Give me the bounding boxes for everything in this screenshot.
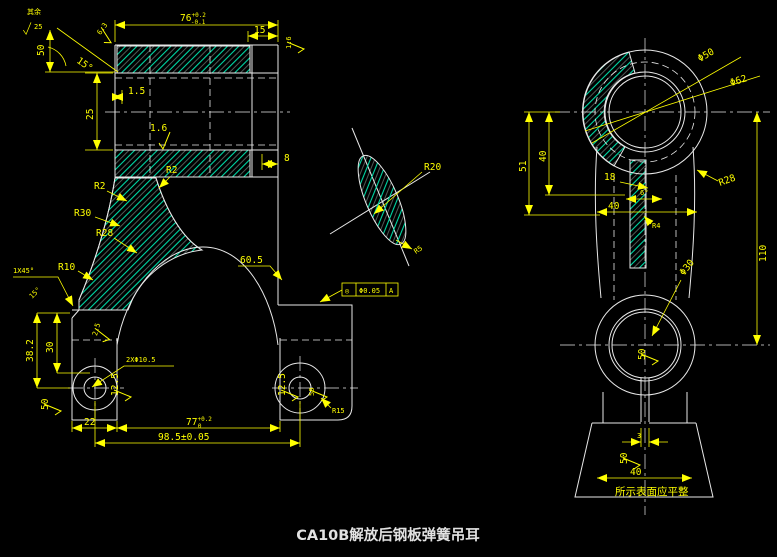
dim-ring-bore: Φ50 xyxy=(696,46,717,64)
gdt-symbol: ◎ xyxy=(345,287,350,295)
dim-110: 110 xyxy=(758,245,769,262)
svg-text:2.5: 2.5 xyxy=(91,322,102,336)
dim-40-mid: 40 xyxy=(608,201,620,212)
dim-pin-hole: Φ30 xyxy=(678,257,697,278)
roughness-icon xyxy=(158,131,171,150)
side-dimensions: Φ50 Φ62 R28 40 51 18 6° 40 R4 xyxy=(518,46,769,498)
roughness-icon: 50 xyxy=(308,388,328,402)
dim-height-left: 38.2 xyxy=(25,339,36,362)
radius-label: R5 xyxy=(413,244,425,255)
gdt-datum: A xyxy=(389,287,394,295)
dim-51-left: 51 xyxy=(518,160,529,172)
side-center-lines xyxy=(555,38,770,515)
dim-arch: 60.5 xyxy=(240,255,263,266)
roughness-icon: 50 xyxy=(637,348,659,366)
dim-wall: 1.5 xyxy=(128,86,145,97)
dim-bore-roughness: 1.6 xyxy=(150,123,167,134)
svg-text:50: 50 xyxy=(308,388,316,396)
dim-overall: 98.5±0.05 xyxy=(158,432,209,443)
svg-text:6.3: 6.3 xyxy=(96,21,110,36)
radius-label: R4 xyxy=(652,222,660,230)
gdt-tolerance: Φ0.05 xyxy=(359,287,380,295)
side-view: Φ50 Φ62 R28 40 51 18 6° 40 R4 xyxy=(518,38,770,515)
roughness-icon: 1.6 xyxy=(285,36,305,54)
front-center-lines xyxy=(68,111,358,420)
dim-40-bottom: 40 xyxy=(630,467,642,478)
radius-label: R28 xyxy=(717,173,737,189)
radius-label: R30 xyxy=(74,208,91,219)
roughness-icon: 50 xyxy=(40,398,62,416)
front-hidden-lines xyxy=(72,45,352,341)
svg-text:50: 50 xyxy=(40,398,51,410)
svg-text:12.5: 12.5 xyxy=(110,373,121,396)
svg-text:1.6: 1.6 xyxy=(285,36,293,49)
chamfer-callout: 1X45° xyxy=(13,267,34,275)
dim-ring-od: Φ62 xyxy=(729,73,749,89)
roughness-icon: 12.5 xyxy=(110,373,132,402)
angle-bottom-left: 15° xyxy=(28,286,43,301)
radius-label: R15 xyxy=(332,407,345,415)
dim-bore-height: 25 xyxy=(85,109,96,120)
dim-tab: 8 xyxy=(284,153,290,164)
radius-label: R2 xyxy=(166,165,177,176)
dim-top-width: 76+0.2-0.1 xyxy=(180,12,206,26)
roughness-icon: 2.5 xyxy=(91,322,112,344)
svg-text:50: 50 xyxy=(619,452,630,464)
roughness-icon: 50 xyxy=(619,452,641,470)
hole-callout: 2XΦ10.5 xyxy=(126,356,156,364)
roughness-icon xyxy=(22,22,32,35)
corner-note: 其余 xyxy=(27,7,41,16)
gdt-frame: ◎ Φ0.05 A xyxy=(319,282,399,303)
dim-bevel-height: 50 xyxy=(36,44,47,56)
radius-label: R2 xyxy=(94,181,105,192)
radius-label: R28 xyxy=(96,228,113,239)
radius-label: R10 xyxy=(58,262,75,273)
dim-22: 22 xyxy=(84,417,95,428)
dim-bevel-angle: 15° xyxy=(74,55,94,74)
removed-section-view: R20 R5 xyxy=(329,127,441,267)
dim-30: 30 xyxy=(45,341,56,353)
dim-40-left: 40 xyxy=(538,150,549,162)
svg-text:50: 50 xyxy=(637,348,648,360)
radius-label: R20 xyxy=(424,162,441,173)
front-view: 76+0.2-0.1 15 1.6 50 15° 6.3 其余 25 xyxy=(13,7,399,447)
surface-note: 所示表面应平整 xyxy=(615,485,689,498)
dim-slot: 3 xyxy=(637,432,641,440)
front-hatch xyxy=(78,45,251,311)
roughness-icon: 12.5 xyxy=(277,373,299,402)
dim-step: 15 xyxy=(254,25,265,36)
corner-note-value: 25 xyxy=(34,23,42,31)
angle-6: 6° xyxy=(640,189,648,197)
svg-text:12.5: 12.5 xyxy=(277,373,288,396)
dim-18: 18 xyxy=(604,172,616,183)
drawing-title: CA10B解放后钢板弹簧吊耳 xyxy=(296,526,480,544)
roughness-icon: 6.3 xyxy=(94,21,116,47)
